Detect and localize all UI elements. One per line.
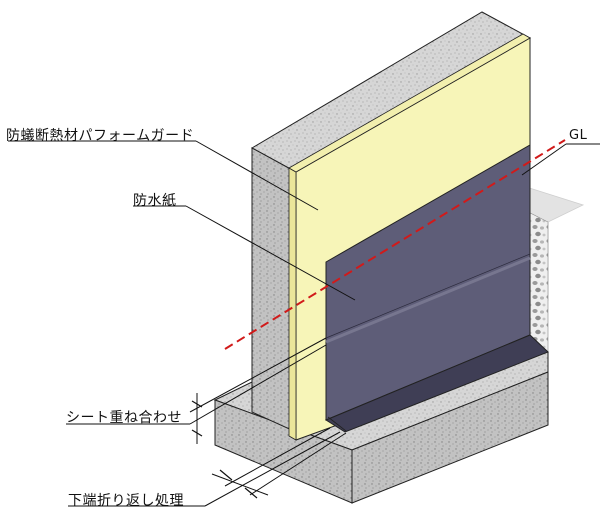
label-gl: GL (569, 128, 588, 143)
leader-lines (8, 140, 600, 507)
foundation-wall (250, 11, 532, 433)
label-sheet-overlap: シート重ね合わせ (66, 410, 182, 426)
label-bottom-fold: 下端折り返し処理 (68, 493, 184, 509)
gl-line (224, 139, 566, 350)
label-termite-insulation: 防蟻断熱材パフォームガード (6, 128, 195, 144)
label-waterproof-paper: 防水紙 (133, 193, 177, 209)
waterproof-membrane[interactable] (324, 144, 549, 433)
